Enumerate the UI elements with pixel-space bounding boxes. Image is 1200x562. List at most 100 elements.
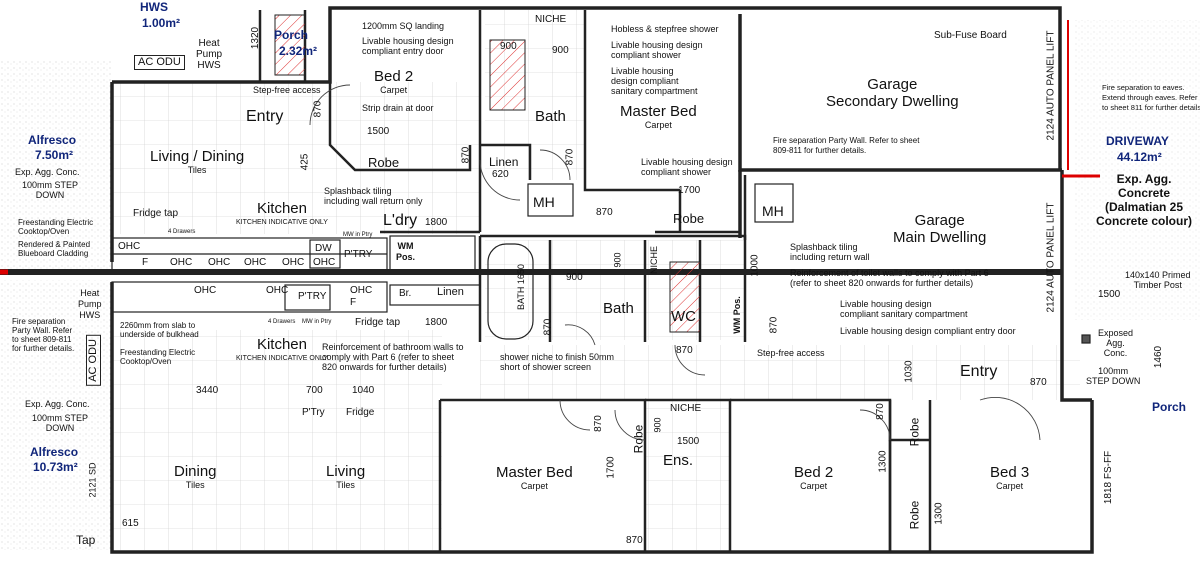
ac-odu-top: AC ODU — [134, 55, 185, 70]
driveway-label: DRIVEWAY — [1106, 134, 1169, 148]
fire-sep-left: Fire separation Party Wall. Refer to she… — [12, 317, 75, 353]
room-garage-secondary: Garage Secondary Dwelling — [826, 76, 959, 110]
dim-900b: 900 — [552, 45, 569, 56]
ohc-2: OHC — [170, 257, 193, 268]
dim-900c: 900 — [566, 272, 583, 283]
dim-870e: 870 — [542, 318, 554, 336]
step-down-left2: 100mm STEP DOWN — [32, 413, 89, 433]
sd-label: 2121 SD — [87, 462, 98, 498]
robe-bed2: Robe — [907, 417, 922, 447]
porch-right: Porch — [1152, 400, 1187, 414]
slab-note: 2260mm from slab to underside of bulkhea… — [120, 321, 199, 339]
dim-3440: 3440 — [196, 385, 219, 396]
mw-bot: MW in Ptry — [302, 319, 332, 325]
wm-bot: WM Pos. — [731, 296, 742, 334]
dim-1800a: 1800 — [425, 217, 448, 228]
dim-1500a: 1500 — [367, 126, 390, 137]
auto-panel-top: 2124 AUTO PANEL LIFT — [1045, 30, 1057, 141]
dim-870j: 870 — [626, 535, 643, 546]
f-1: F — [142, 257, 149, 268]
fridge-tap-bot: Fridge tap — [355, 317, 401, 328]
heat-pump-top: Heat Pump HWS — [196, 38, 223, 71]
note-lhd-sanitary2: Livable housing design compliant sanitar… — [840, 299, 968, 319]
room-entry-bot: Entry — [960, 363, 998, 380]
dim-1460: 1460 — [1153, 345, 1165, 369]
niche-top: NICHE — [535, 14, 567, 25]
pantry-top: P'TRY — [344, 249, 373, 260]
f-2: F — [350, 297, 357, 308]
dim-1000: 1000 — [749, 254, 761, 277]
note-strip-drain: Strip drain at door — [362, 103, 434, 113]
dim-900d: 900 — [612, 252, 623, 268]
br-label: Br. — [399, 288, 412, 299]
robe-master-top: Robe — [673, 211, 705, 226]
dw-label: DW — [315, 243, 332, 254]
dim-870f: 870 — [676, 345, 693, 356]
dim-870g: 870 — [768, 316, 780, 334]
porch-area: 2.32m² — [279, 44, 318, 58]
sub-fuse-board: Sub-Fuse Board — [934, 30, 1007, 41]
dim-615: 615 — [122, 518, 139, 529]
dim-1700a: 1700 — [678, 185, 701, 196]
dim-870d: 870 — [596, 207, 613, 218]
robe-master-bot: Robe — [631, 424, 646, 454]
ohc-1: OHC — [118, 241, 141, 252]
drawers-top: 4 Drawers — [168, 229, 196, 235]
room-bath-bot: Bath — [603, 300, 634, 317]
note-fire-sep-party: Fire separation Party Wall. Refer to she… — [773, 136, 920, 155]
note-hobless: Hobless & stepfree shower — [611, 24, 719, 34]
tap-label: Tap — [76, 533, 96, 547]
wm-top: WM Pos. — [396, 241, 416, 262]
note-lhd-entry2: Livable housing design compliant entry d… — [840, 326, 1016, 336]
dim-870b: 870 — [460, 146, 472, 164]
note-lhd-shower: Livable housing design compliant shower — [611, 40, 703, 60]
drawers-bot: 4 Drawers — [268, 319, 296, 325]
note-splashback: Splashback tiling including wall return … — [324, 186, 423, 206]
room-ensuite: Ens. — [663, 452, 694, 469]
note-splashback2: Splashback tiling including return wall — [790, 242, 870, 262]
mw-top: MW in Ptry — [343, 232, 373, 238]
linen-top: Linen — [489, 155, 519, 169]
note-shower-niche: shower niche to finish 50mm short of sho… — [500, 352, 615, 372]
dim-1500b: 1500 — [1098, 289, 1121, 300]
freestanding-left: Freestanding Electric Cooktop/Oven — [18, 218, 94, 236]
note-fire-sep-eaves: Fire separation to eaves. Extend through… — [1102, 83, 1200, 112]
bath-tub: BATH 1650 — [515, 264, 526, 310]
dim-1300a: 1300 — [877, 450, 889, 473]
dim-700: 700 — [306, 385, 323, 396]
note-lhd-sanitary: Livable housing design compliant sanitar… — [611, 66, 698, 96]
mh-top: MH — [533, 194, 555, 210]
alfresco-top: Alfresco — [28, 133, 77, 147]
room-laundry: L'dry — [383, 212, 418, 229]
linen-bot: Linen — [437, 286, 464, 298]
niche-bot: NICHE — [649, 245, 660, 275]
ohc-9: OHC — [350, 285, 373, 296]
exp-agg-left: Exp. Agg. Conc. — [15, 167, 80, 177]
note-lhd-shower2: Livable housing design compliant shower — [641, 157, 733, 177]
dim-1320: 1320 — [250, 26, 262, 50]
niche-ens: NICHE — [670, 403, 702, 414]
alfresco-bottom: Alfresco — [30, 445, 79, 459]
pantry-bot: P'TRY — [298, 291, 327, 302]
dim-870a: 870 — [312, 100, 324, 118]
ohc-3: OHC — [208, 257, 231, 268]
step-down-left: 100mm STEP DOWN — [22, 180, 79, 200]
driveway-concrete: Exp. Agg. Concrete (Dalmatian 25 Concret… — [1096, 172, 1193, 228]
ohc-8: OHC — [266, 285, 289, 296]
note-reinforcement-bath: Reinforcement of bathroom walls to compl… — [322, 342, 464, 372]
dim-620: 620 — [492, 169, 509, 180]
freestanding-bot: Freestanding Electric Cooktop/Oven — [120, 348, 196, 366]
hws-label: HWS — [140, 0, 168, 14]
dim-900e: 900 — [652, 417, 663, 433]
exp-agg-left2: Exp. Agg. Conc. — [25, 399, 90, 409]
room-wc: WC — [671, 308, 696, 325]
ac-odu-left: AC ODU — [86, 335, 101, 386]
hws-area: 1.00m² — [142, 16, 181, 30]
